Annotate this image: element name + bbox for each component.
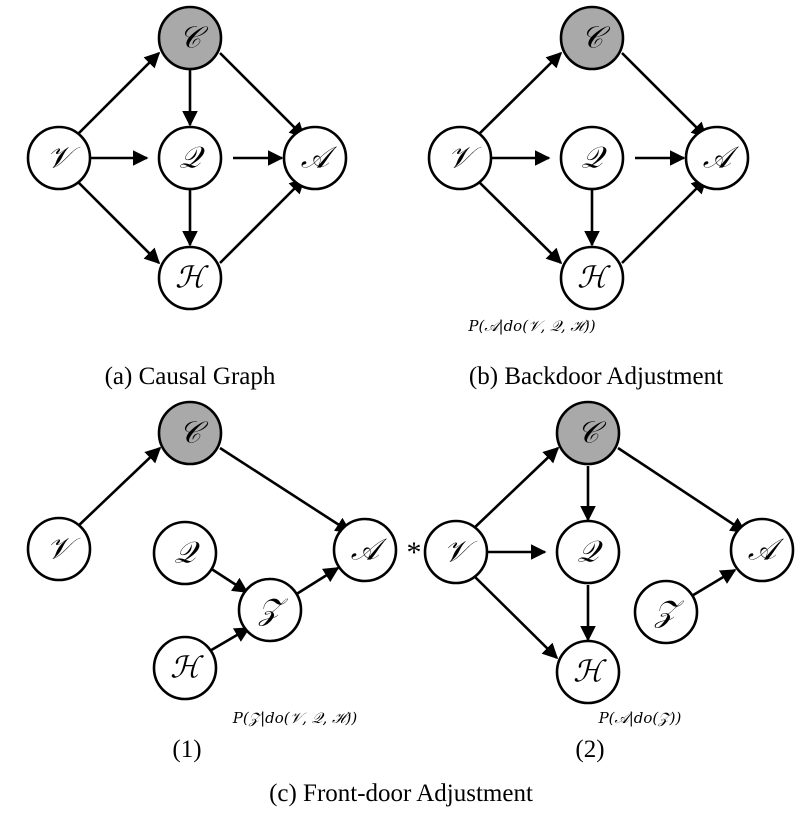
panel-c-step2-label: (2) bbox=[575, 736, 604, 763]
edge-c1-q-to-z bbox=[209, 566, 249, 594]
node-b-q: 𝒬 bbox=[559, 125, 625, 191]
panel-c-caption: (c) Front-door Adjustment bbox=[269, 780, 533, 807]
edge-c1-z-to-a bbox=[294, 566, 340, 597]
node-a-c: 𝒞 bbox=[157, 5, 223, 71]
node-a-h: ℋ bbox=[157, 245, 223, 311]
panel-c-step2: 𝒞 𝒱 𝒬 𝒜 𝒵 ℋ P(𝒜|do(𝒵)) (2) bbox=[423, 400, 795, 763]
node-c1-a: 𝒜 bbox=[332, 517, 398, 583]
edge-c2-v-to-c bbox=[471, 446, 560, 531]
node-c1-v: 𝒱 bbox=[26, 516, 92, 582]
panel-b-formula: P(𝒜|do(𝒱, 𝒬, ℋ)) bbox=[467, 317, 595, 335]
node-b-v: 𝒱 bbox=[427, 125, 493, 191]
panel-c-step1-formula: P(𝒵|do(𝒱, 𝒬, ℋ)) bbox=[232, 709, 358, 727]
node-a-q: 𝒬 bbox=[157, 125, 223, 191]
svg-text:ℋ: ℋ bbox=[175, 261, 209, 296]
edge-b-v-to-h bbox=[475, 178, 563, 265]
edge-c2-z-to-a bbox=[689, 568, 737, 599]
edge-c1-v-to-c bbox=[75, 446, 162, 529]
edge-b-v-to-c bbox=[475, 51, 563, 138]
node-a-a: 𝒜 bbox=[282, 125, 348, 191]
svg-text:ℋ: ℋ bbox=[577, 261, 611, 296]
node-c1-q: 𝒬 bbox=[152, 520, 218, 586]
node-c1-z: 𝒵 bbox=[237, 577, 303, 643]
node-c2-v: 𝒱 bbox=[423, 519, 489, 585]
node-a-v: 𝒱 bbox=[26, 125, 92, 191]
node-c2-z: 𝒵 bbox=[633, 579, 699, 645]
panel-b-backdoor-adjustment: 𝒞 𝒱 𝒬 𝒜 ℋ P(𝒜|do(𝒱, 𝒬, ℋ)) (b) Backdoor … bbox=[427, 5, 750, 390]
edge-a-h-to-a bbox=[219, 177, 306, 264]
node-b-c: 𝒞 bbox=[559, 5, 625, 71]
panel-c-step2-formula: P(𝒜|do(𝒵)) bbox=[598, 709, 682, 727]
edge-a-c-to-a bbox=[219, 52, 306, 139]
panel-a-caption: (a) Causal Graph bbox=[105, 363, 276, 390]
edge-a-v-to-c bbox=[74, 51, 161, 138]
panel-b-caption: (b) Backdoor Adjustment bbox=[469, 363, 723, 390]
front-door-separator-asterisk: * bbox=[407, 536, 422, 569]
edge-c1-h-to-z bbox=[207, 626, 251, 654]
panel-c-step1-label: (1) bbox=[172, 736, 201, 763]
edge-c2-v-to-h bbox=[471, 573, 559, 660]
edge-c2-c-to-a bbox=[617, 446, 747, 534]
node-c2-c: 𝒞 bbox=[555, 400, 621, 466]
edge-b-h-to-a bbox=[621, 177, 708, 264]
edge-b-c-to-a bbox=[621, 52, 708, 139]
node-c2-a: 𝒜 bbox=[729, 517, 795, 583]
node-b-h: ℋ bbox=[559, 245, 625, 311]
node-c2-h: ℋ bbox=[555, 639, 621, 705]
node-b-a: 𝒜 bbox=[684, 125, 750, 191]
edge-a-v-to-h bbox=[74, 178, 161, 265]
node-c1-c: 𝒞 bbox=[157, 400, 223, 466]
svg-text:ℋ: ℋ bbox=[573, 655, 607, 690]
node-c2-q: 𝒬 bbox=[555, 519, 621, 585]
svg-text:ℋ: ℋ bbox=[170, 651, 204, 686]
node-c1-h: ℋ bbox=[152, 635, 218, 701]
panel-c-step1: 𝒞 𝒱 𝒬 𝒜 𝒵 ℋ P(𝒵|do(𝒱, 𝒬, ℋ)) (1) bbox=[26, 400, 398, 763]
edge-c1-c-to-a bbox=[219, 446, 352, 534]
panel-a-causal-graph: 𝒞 𝒱 𝒬 𝒜 ℋ (a) Causal Graph bbox=[26, 5, 348, 390]
